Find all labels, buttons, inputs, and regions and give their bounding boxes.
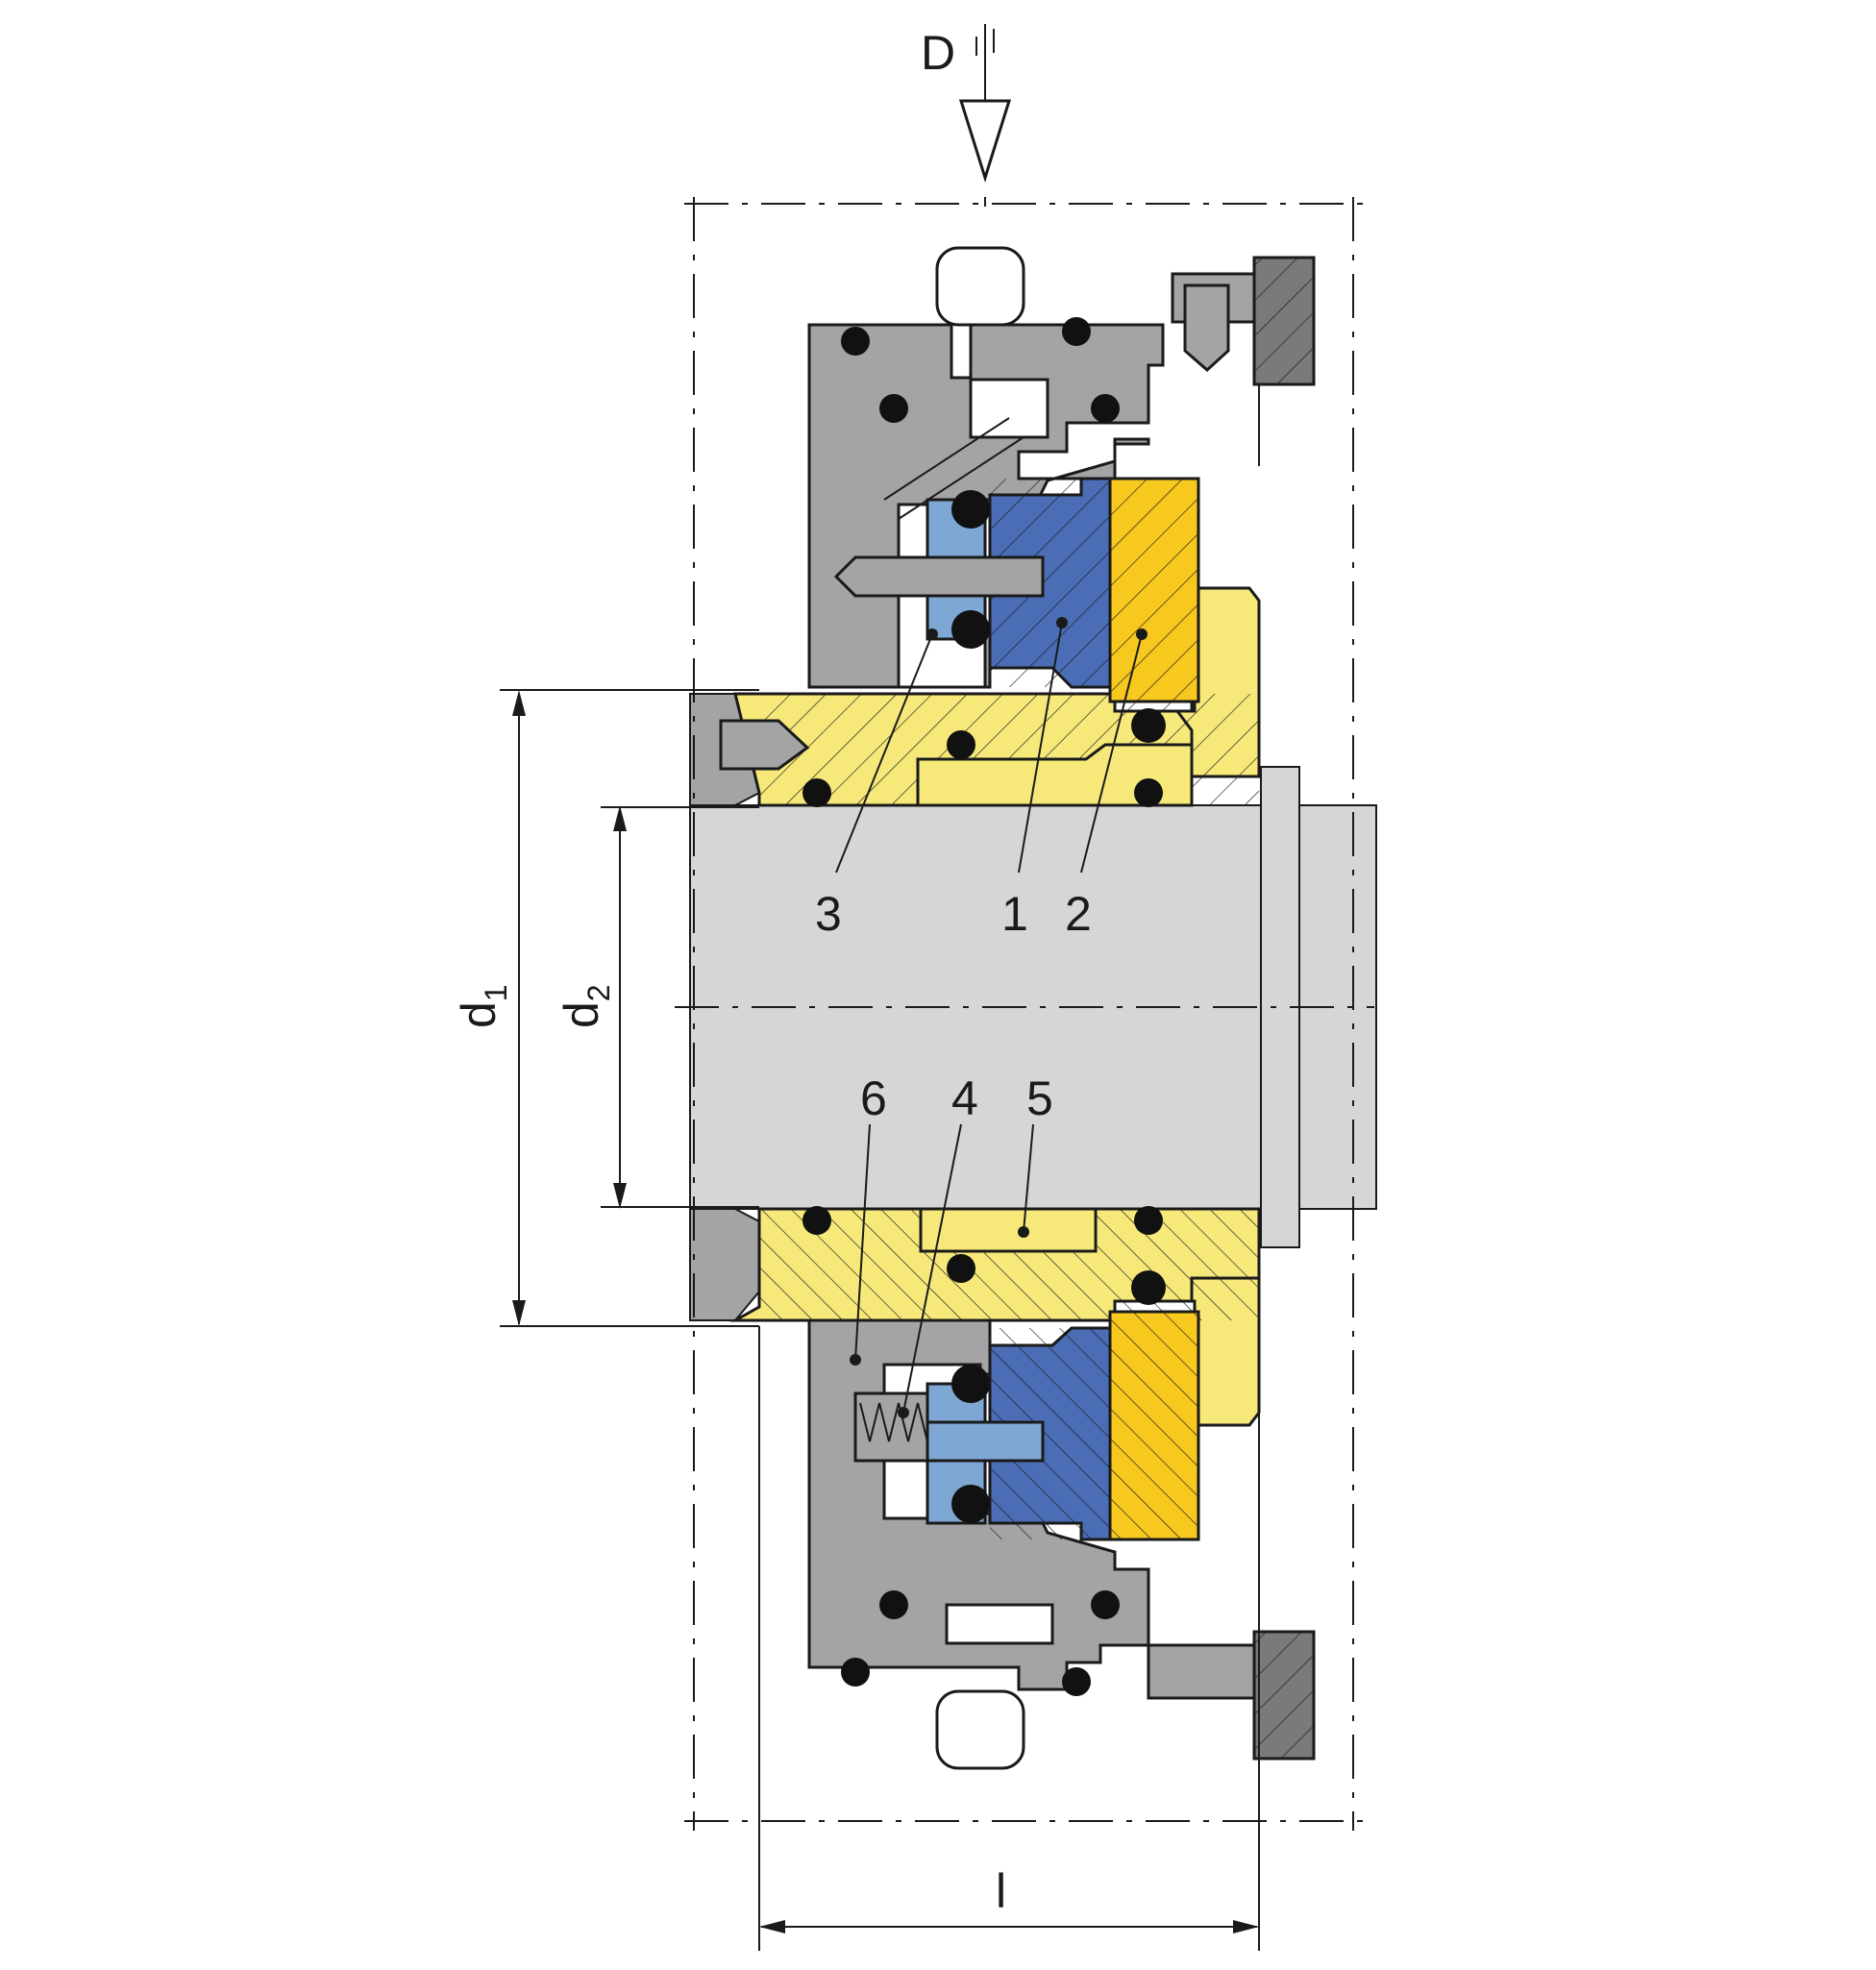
d1-label: d1	[452, 984, 513, 1028]
dim-d1-arrow-bottom	[512, 1300, 526, 1326]
o-ring	[1131, 1270, 1166, 1305]
spring-pocket	[853, 1391, 929, 1463]
part-label-5: 5	[1026, 1071, 1053, 1125]
leader-2	[1080, 633, 1143, 874]
leader-6	[854, 1123, 871, 1361]
seat-ring	[1108, 477, 1200, 1541]
o-ring	[802, 1206, 831, 1235]
part-label-2: 2	[1065, 887, 1092, 941]
dim-d2-arrow-bottom	[613, 1183, 627, 1209]
o-ring	[1062, 1667, 1091, 1696]
dim-d2-arrow-top	[613, 805, 627, 831]
shaft-sleeve-bottom	[729, 1207, 1261, 1427]
leader-2-dot	[1136, 628, 1148, 640]
drive-pin-bottom	[926, 1420, 1045, 1463]
leader-3	[835, 633, 933, 874]
o-ring	[1091, 1590, 1120, 1619]
o-ring	[947, 730, 975, 759]
o-ring	[951, 1485, 990, 1523]
housing-bore-top	[950, 318, 973, 380]
sleeve-pin-top	[719, 719, 810, 771]
clamp-arm-bottom	[1147, 1643, 1256, 1700]
leader-lines	[835, 617, 1148, 1418]
part-label-1: 1	[1001, 887, 1028, 941]
housing-port-bottom	[945, 1603, 1054, 1645]
view-arrow-head	[958, 99, 1012, 184]
o-ring	[879, 394, 908, 423]
o-ring	[951, 1365, 990, 1403]
o-ring	[1131, 708, 1166, 743]
view-arrow: D	[921, 24, 1012, 184]
dim-l-arrow-right	[1233, 1920, 1259, 1933]
clamp-ring	[1147, 256, 1316, 1761]
o-ring	[951, 610, 990, 649]
leader-4	[902, 1123, 962, 1414]
d1-main: d	[452, 1001, 506, 1028]
housing-wall-bottom	[689, 1208, 760, 1321]
o-ring	[841, 327, 870, 356]
sleeve-inner-top	[916, 743, 1194, 807]
clamp-ring-bottom-hatch	[1254, 1632, 1314, 1759]
leader-1	[1018, 622, 1063, 874]
dimensions	[512, 690, 1259, 1933]
sleeve-inner-bottom	[919, 1207, 1098, 1253]
housing-passage-top-2	[898, 436, 1024, 520]
o-ring	[841, 1658, 870, 1687]
part-label-4: 4	[951, 1071, 978, 1125]
d2-main: d	[555, 1001, 608, 1028]
housing-port-top	[969, 378, 1049, 439]
length-label: l	[996, 1864, 1006, 1918]
set-screw-top	[1183, 283, 1230, 373]
part-labels: 3 1 2 6 4 5	[815, 887, 1092, 1125]
shaft-sleeve-top	[719, 586, 1261, 807]
seat-ring-bottom-hatch	[1110, 1312, 1198, 1539]
o-ring	[947, 1254, 975, 1283]
anti-rotation-pin	[833, 555, 1045, 598]
leader-3-dot	[926, 628, 938, 640]
o-ring	[802, 778, 831, 807]
leader-1-dot	[1056, 617, 1068, 628]
flush-lug-top	[935, 246, 1025, 327]
d2-sub: 2	[581, 984, 616, 1001]
leader-5	[1023, 1123, 1034, 1233]
d1-sub: 1	[479, 984, 513, 1001]
construction-lines	[500, 197, 1374, 1951]
o-ring	[1062, 317, 1091, 346]
flush-lugs	[935, 246, 1025, 1770]
clamp-ring-top-hatch	[1254, 258, 1314, 384]
o-ring	[1091, 394, 1120, 423]
leader-5-dot	[1018, 1226, 1029, 1238]
flush-lug-bottom	[935, 1689, 1025, 1770]
leader-6-dot	[850, 1354, 861, 1366]
pin-top	[833, 555, 1045, 598]
view-letter: D	[921, 26, 955, 80]
dim-l-arrow-left	[759, 1920, 785, 1933]
o-ring	[879, 1590, 908, 1619]
spring	[853, 1391, 929, 1463]
spring-coil	[859, 1402, 928, 1442]
seat-ring-top-hatch	[1110, 479, 1198, 702]
d2-label: d2	[555, 984, 616, 1028]
o-ring	[1134, 778, 1163, 807]
part-label-3: 3	[815, 887, 842, 941]
part-label-6: 6	[860, 1071, 887, 1125]
housing-passage-top	[883, 417, 1010, 501]
leader-4-dot	[898, 1407, 909, 1418]
o-rings	[802, 317, 1166, 1696]
o-ring	[951, 490, 990, 529]
o-ring	[1134, 1206, 1163, 1235]
dim-d1-arrow-top	[512, 690, 526, 716]
dimension-labels: d1 d2 l	[452, 984, 1006, 1918]
